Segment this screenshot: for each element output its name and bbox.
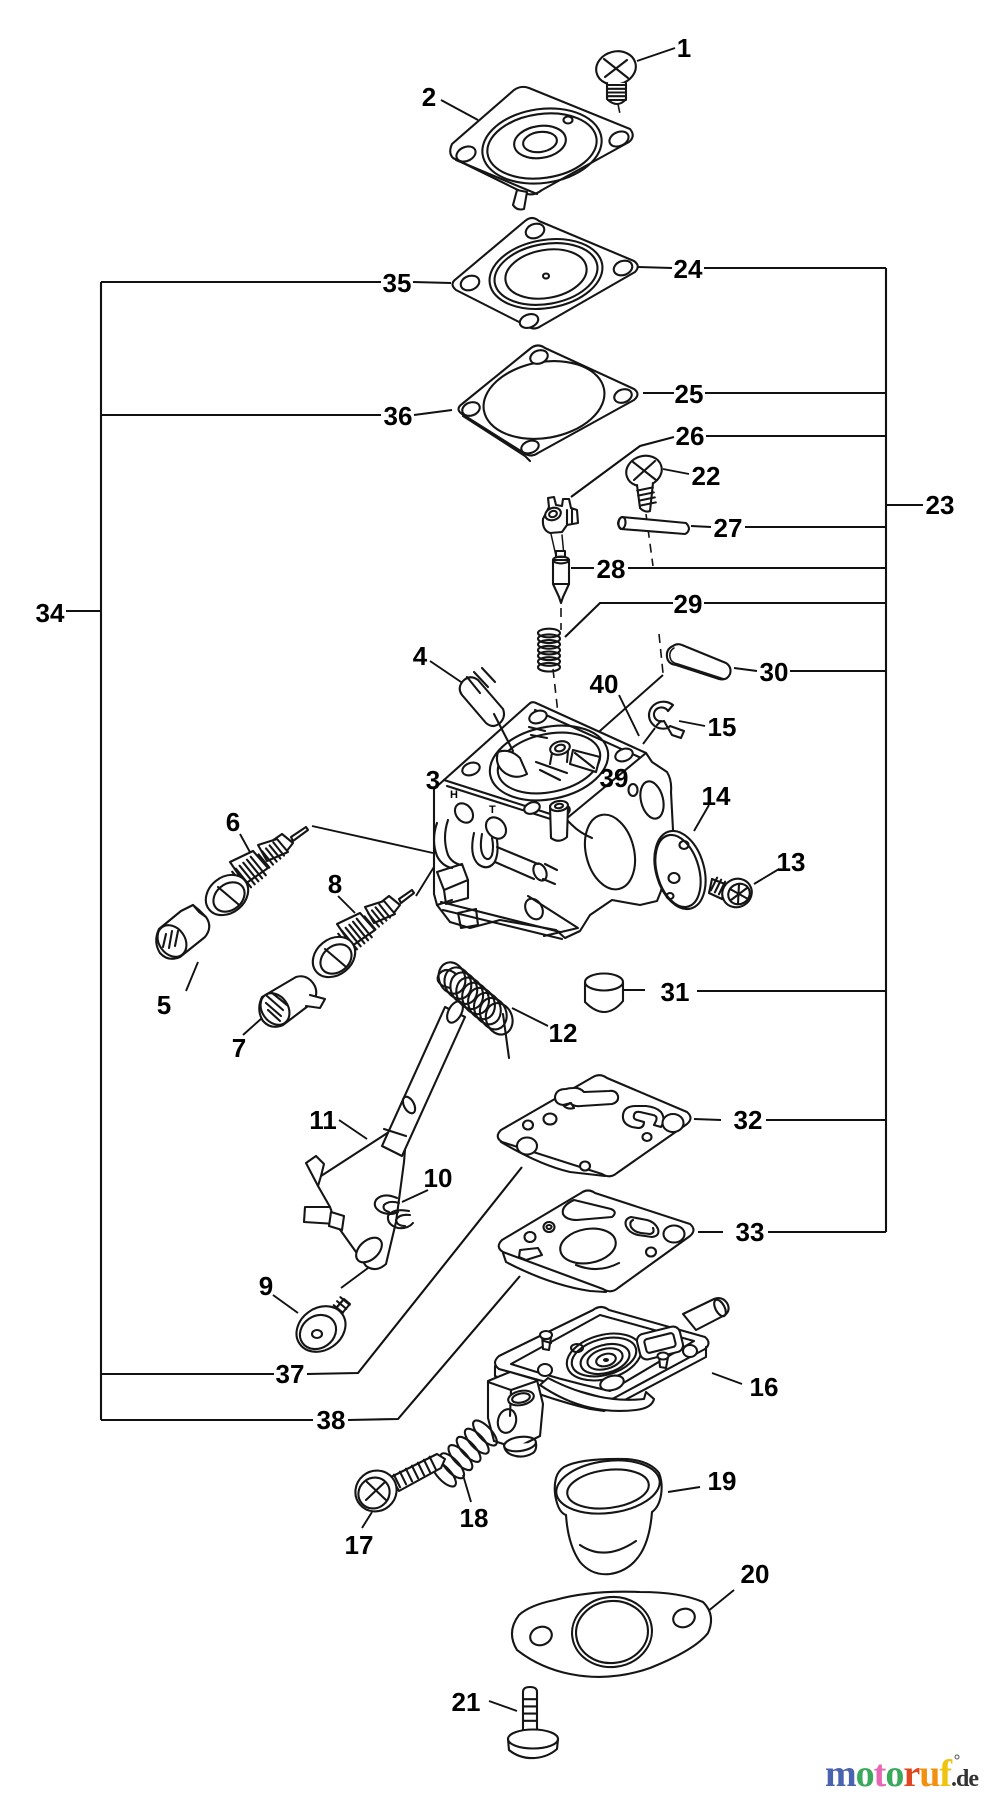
- svg-text:10: 10: [424, 1163, 453, 1193]
- svg-text:motoruf.de: motoruf.de: [825, 1753, 979, 1795]
- svg-text:7: 7: [232, 1033, 246, 1063]
- svg-text:35: 35: [383, 268, 412, 298]
- svg-text:15: 15: [708, 712, 737, 742]
- svg-text:34: 34: [36, 598, 65, 628]
- svg-text:5: 5: [157, 990, 171, 1020]
- svg-text:13: 13: [777, 847, 806, 877]
- svg-text:26: 26: [676, 421, 705, 451]
- svg-text:33: 33: [736, 1217, 765, 1247]
- svg-text:29: 29: [674, 589, 703, 619]
- svg-text:27: 27: [714, 513, 743, 543]
- svg-text:11: 11: [309, 1105, 337, 1135]
- svg-text:17: 17: [345, 1530, 374, 1560]
- svg-text:31: 31: [661, 977, 690, 1007]
- svg-text:H: H: [450, 789, 458, 801]
- svg-text:38: 38: [317, 1405, 346, 1435]
- svg-text:6: 6: [226, 807, 240, 837]
- svg-text:32: 32: [734, 1105, 763, 1135]
- svg-text:3: 3: [426, 765, 440, 795]
- svg-text:20: 20: [741, 1559, 770, 1589]
- svg-text:16: 16: [750, 1372, 779, 1402]
- svg-text:21: 21: [452, 1687, 481, 1717]
- svg-text:23: 23: [926, 490, 955, 520]
- svg-text:30: 30: [760, 657, 789, 687]
- svg-text:36: 36: [384, 401, 413, 431]
- svg-text:19: 19: [708, 1466, 737, 1496]
- svg-text:1: 1: [677, 33, 691, 63]
- svg-text:12: 12: [549, 1018, 578, 1048]
- svg-text:39: 39: [600, 763, 629, 793]
- svg-text:40: 40: [590, 669, 619, 699]
- svg-text:9: 9: [259, 1271, 273, 1301]
- svg-text:4: 4: [413, 641, 428, 671]
- svg-text:28: 28: [597, 554, 626, 584]
- svg-text:37: 37: [276, 1359, 305, 1389]
- svg-text:25: 25: [675, 379, 704, 409]
- svg-text:8: 8: [328, 869, 342, 899]
- svg-text:24: 24: [674, 254, 703, 284]
- svg-text:T: T: [489, 804, 496, 816]
- svg-text:22: 22: [692, 461, 721, 491]
- svg-text:18: 18: [460, 1503, 489, 1533]
- svg-text:2: 2: [422, 82, 436, 112]
- svg-text:14: 14: [702, 781, 731, 811]
